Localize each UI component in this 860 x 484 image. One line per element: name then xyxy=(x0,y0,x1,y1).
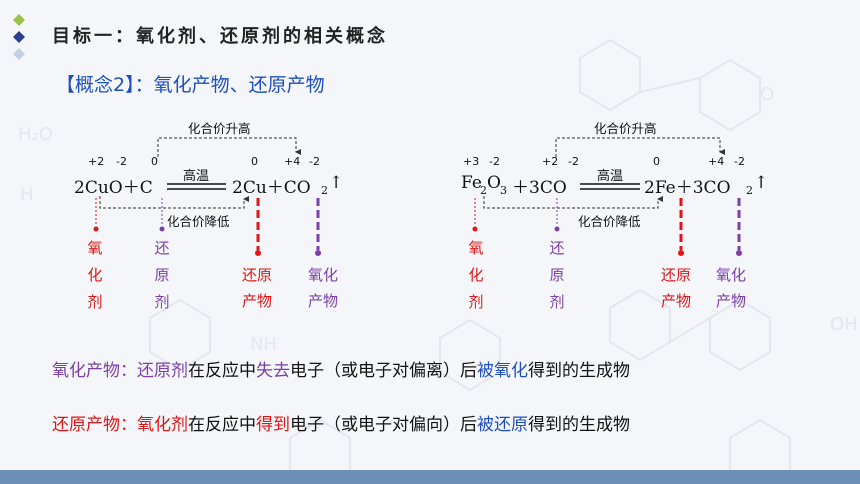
concept-colon: ： xyxy=(134,74,154,96)
def1-agent: 还原剂 xyxy=(137,361,188,381)
fe2o3-o: O xyxy=(487,173,501,193)
decorative-diamonds xyxy=(13,14,25,60)
state-cu-product: 0 xyxy=(251,155,258,168)
concept-bracket: 【概念2】 xyxy=(56,74,135,96)
def1-colon: ： xyxy=(120,361,137,381)
fe2o3-sub3: 3 xyxy=(500,184,507,197)
def2-process: 被还原 xyxy=(477,415,528,435)
def1-process: 被氧化 xyxy=(477,361,528,381)
gas-arrow-2: ↑ xyxy=(754,173,769,193)
definition-reduction-product: 还原产物：氧化剂在反应中得到电子（或电子对偏向）后被还原得到的生成物 xyxy=(52,410,630,435)
equation-1-products: 2Cu＋CO xyxy=(232,178,311,198)
equation-1-reactants: 2CuO＋C xyxy=(74,178,153,198)
equation-2-products: 2Fe＋3CO xyxy=(644,178,731,198)
def2-end: 得到的生成物 xyxy=(528,415,630,435)
def1-end: 得到的生成物 xyxy=(528,361,630,381)
label-reductant-2: 还原剂 xyxy=(549,239,565,311)
label-oxidation-product: 氧化产物 xyxy=(308,266,339,310)
def2-mid2: 电子（或电子对偏向）后 xyxy=(290,415,477,435)
def1-action: 失去 xyxy=(256,361,290,381)
def2-action: 得到 xyxy=(256,415,290,435)
label-reduction-product: 还原产物 xyxy=(242,266,273,310)
concept-text: 氧化产物、还原产物 xyxy=(153,74,325,96)
state-fe-product: 0 xyxy=(653,155,660,168)
state-cu-reactant: +2 xyxy=(88,155,105,168)
svg-text:NH: NH xyxy=(250,334,277,355)
fe2o3-fe: Fe xyxy=(461,173,482,193)
subscript-2: 2 xyxy=(321,184,328,197)
label-valence-rise: 化合价升高 xyxy=(188,121,251,136)
def2-agent: 氧化剂 xyxy=(137,415,188,435)
def1-mid2: 电子（或电子对偏离）后 xyxy=(290,361,477,381)
svg-text:H: H xyxy=(20,184,34,205)
state-c-product: +4 xyxy=(284,155,301,168)
subscript-2b: 2 xyxy=(746,184,753,197)
state-o-product: -2 xyxy=(734,155,745,168)
label-oxidant-2: 氧化剂 xyxy=(468,239,484,311)
gas-arrow: ↑ xyxy=(329,173,344,193)
svg-text:OH: OH xyxy=(830,314,858,335)
def2-mid1: 在反应中 xyxy=(188,415,256,435)
fe2o3-sub2: 2 xyxy=(480,184,487,197)
state-c: 0 xyxy=(151,155,158,168)
state-o-product: -2 xyxy=(309,155,320,168)
state-o-reactant: -2 xyxy=(116,155,127,168)
condition-high-temp-2: 高温 xyxy=(597,169,624,184)
label-oxidant: 氧化剂 xyxy=(87,239,103,311)
equation-2-co: ＋3CO xyxy=(512,178,567,198)
def1-mid1: 在反应中 xyxy=(188,361,256,381)
label-valence-fall-2: 化合价降低 xyxy=(578,214,641,229)
label-reductant: 还原剂 xyxy=(154,239,170,311)
label-reduction-product-2: 还原产物 xyxy=(661,266,692,310)
page-title: 目标一：氧化剂、还原剂的相关概念 xyxy=(52,26,388,47)
concept-heading: 【概念2】：氧化产物、还原产物 xyxy=(56,70,325,97)
label-valence-rise-2: 化合价升高 xyxy=(594,121,657,136)
svg-text:H₂O: H₂O xyxy=(18,124,53,145)
state-fe-reactant: +3 xyxy=(463,155,480,168)
def2-term: 还原产物 xyxy=(52,415,120,435)
state-c-product: +4 xyxy=(708,155,725,168)
def1-term: 氧化产物 xyxy=(52,361,120,381)
bottom-bar xyxy=(0,470,860,484)
definition-oxidation-product: 氧化产物：还原剂在反应中失去电子（或电子对偏离）后被氧化得到的生成物 xyxy=(52,356,630,381)
def2-colon: ： xyxy=(120,415,137,435)
label-oxidation-product-2: 氧化产物 xyxy=(716,266,747,310)
state-o-reactant: -2 xyxy=(489,155,500,168)
state-o-co: -2 xyxy=(568,155,579,168)
condition-high-temp: 高温 xyxy=(183,169,210,184)
state-c-reactant: +2 xyxy=(542,155,559,168)
label-valence-fall: 化合价降低 xyxy=(167,214,230,229)
svg-text:O: O xyxy=(760,84,774,105)
